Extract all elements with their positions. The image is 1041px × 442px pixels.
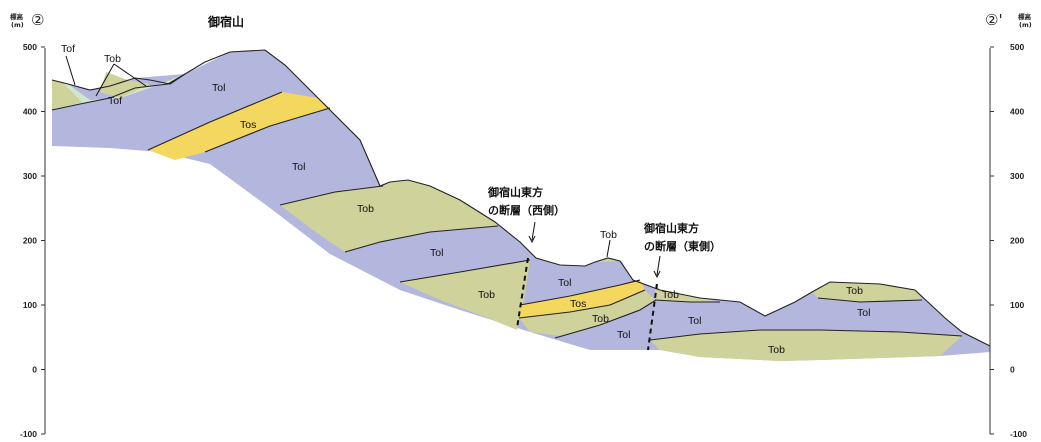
right-elevation-unit: (m) (1019, 21, 1032, 29)
tol-label-6: Tol (688, 315, 701, 327)
tob-label-6: Tob (768, 344, 785, 356)
tof-label-a: Tof (61, 43, 75, 55)
left-axis: 500 400 300 200 100 0 -100 標高 (m) ② (10, 11, 46, 439)
left-axis-tick-label: 0 (32, 365, 37, 375)
tob-cap-pointer-a (65, 55, 76, 86)
contact-tos-top (147, 91, 283, 151)
left-axis-tick-label: 100 (23, 300, 37, 310)
fault-east-arrowhead (653, 270, 661, 279)
right-axis-tick-label: 100 (1010, 300, 1024, 310)
tob-peak-label: Tob (600, 229, 617, 241)
tob-cap-fill-2 (100, 72, 150, 98)
tob-lower-fill (400, 260, 530, 330)
tof-cap-fill (52, 74, 185, 110)
left-elevation-label: 標高 (10, 12, 24, 21)
tob-fault-block-fill (519, 290, 655, 336)
tos-label-2: Tos (570, 298, 586, 310)
right-axis-tick-label: 200 (1010, 236, 1024, 246)
tob-label-2: Tob (478, 289, 495, 301)
tol-base-fill (52, 50, 990, 361)
fault-west-line (516, 257, 529, 329)
right-axis: 500 400 300 200 100 0 -100 標高 (m) ②' (985, 11, 1032, 439)
contact-tos-bottom (204, 107, 331, 153)
mountain-name-label: 御宿山 (207, 14, 244, 29)
left-axis-tick-label: 500 (23, 42, 37, 52)
tob-east-fill (655, 284, 720, 302)
tol-label-2: Tol (292, 161, 305, 173)
contact-tob-east-bottom (654, 299, 720, 303)
tob-cap-pointer-b (95, 63, 147, 97)
left-axis-tick-label: 200 (23, 236, 37, 246)
left-axis-tick-label: -100 (20, 429, 37, 439)
right-axis-tick-label: 0 (1010, 365, 1015, 375)
fault-labels: 御宿山東方 の断層（西側） 御宿山東方 の断層（東側） (487, 185, 721, 253)
right-axis-tick-label: 500 (1010, 42, 1024, 52)
tof-label-b: Tof (108, 95, 122, 107)
fault-east-label-line2: の断層（東側） (644, 239, 721, 253)
fault-east-label-line1: 御宿山東方 (643, 221, 699, 235)
right-axis-ticks: 500 400 300 200 100 0 -100 (990, 42, 1027, 439)
tos-label-1: Tos (240, 119, 256, 131)
left-elevation-unit: (m) (11, 21, 24, 29)
contact-tob-block-bottom (554, 299, 657, 339)
contact-tob-mid-top (279, 185, 384, 206)
left-axis-tick-label: 400 (23, 107, 37, 117)
contact-tof-lower (51, 73, 186, 111)
left-axis-ticks: 500 400 300 200 100 0 -100 (20, 42, 45, 439)
faults (65, 55, 661, 351)
fault-west-pointer (531, 221, 536, 241)
contact-lines (51, 49, 991, 347)
right-axis-tick-label: 300 (1010, 171, 1024, 181)
tol-label-1: Tol (212, 82, 225, 94)
tob-east-lower-fill (650, 330, 962, 361)
tos-band-upper-fill (148, 92, 330, 160)
contact-tob-mid-bottom (344, 225, 499, 253)
tos-band-lower-fill (519, 280, 645, 318)
fault-east-line (647, 283, 658, 351)
contact-tob-lower-top (399, 259, 531, 283)
tol-label-3: Tol (430, 247, 443, 259)
fault-west-label-line1: 御宿山東方 (487, 185, 543, 199)
tob-cap-fill (52, 80, 82, 110)
tob-cap-label: Tob (104, 53, 121, 65)
contact-tos-lower-top (519, 279, 641, 306)
fault-west-arrowhead (528, 235, 536, 244)
layer-labels: Tof Tof Tob Tol Tos Tol Tob Tol Tob Tob … (61, 43, 870, 356)
contact-tob-hill-bottom (817, 297, 923, 303)
right-axis-tick-label: 400 (1010, 107, 1024, 117)
right-section-end-marker: ②' (985, 11, 1003, 29)
tob-label-3: Tob (592, 313, 609, 325)
contact-tob-east-lower-top (649, 329, 963, 341)
tol-label-7: Tol (857, 307, 870, 319)
left-section-end-marker: ② (31, 11, 44, 29)
tol-label-5: Tol (617, 329, 630, 341)
tob-peak-pointer (606, 239, 611, 258)
tob-mid-fill (280, 180, 498, 252)
contact-tos-lower-bottom (518, 289, 646, 319)
left-axis-tick-label: 300 (23, 171, 37, 181)
tol-label-4: Tol (558, 277, 571, 289)
tob-peak-fill (595, 258, 620, 262)
right-axis-tick-label: -100 (1010, 429, 1027, 439)
right-elevation-label: 標高 (1018, 12, 1032, 21)
tob-label-1: Tob (357, 203, 374, 215)
fault-east-pointer (656, 255, 661, 276)
fault-west-label-line2: の断層（西側） (488, 203, 565, 217)
tob-label-4: Tob (662, 289, 679, 301)
tob-hill-label: Tob (846, 285, 863, 297)
